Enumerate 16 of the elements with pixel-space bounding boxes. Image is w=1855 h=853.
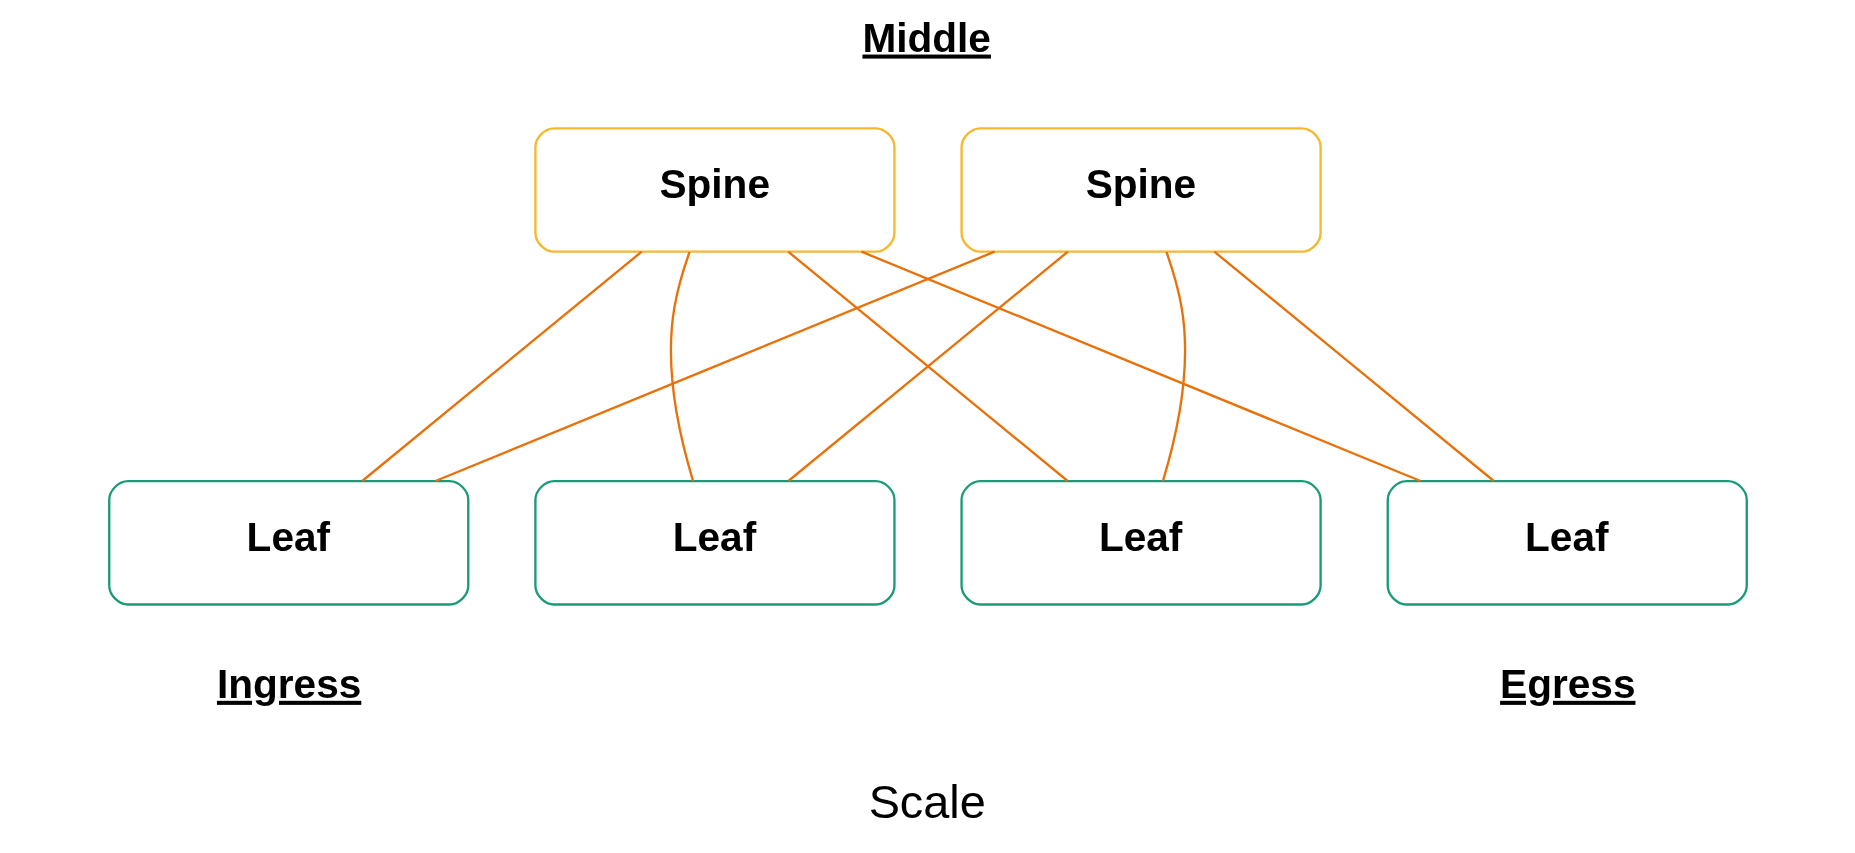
connector — [1161, 251, 1186, 482]
node-box: Leaf — [1386, 479, 1748, 606]
node-box: Spine — [533, 127, 896, 253]
node-box: Leaf — [533, 479, 896, 606]
node-label: Ingress — [216, 660, 361, 707]
label: Middle — [861, 14, 991, 61]
connector — [669, 251, 694, 482]
node-box: Leaf — [107, 479, 469, 606]
connector — [361, 250, 642, 482]
connector — [860, 250, 1421, 483]
connector — [434, 250, 995, 483]
node-box: Leaf — [959, 479, 1322, 606]
label: Scale — [868, 776, 986, 829]
node-box: Spine — [959, 127, 1322, 253]
node-label: Egress — [1499, 660, 1635, 707]
connector — [1213, 250, 1494, 482]
